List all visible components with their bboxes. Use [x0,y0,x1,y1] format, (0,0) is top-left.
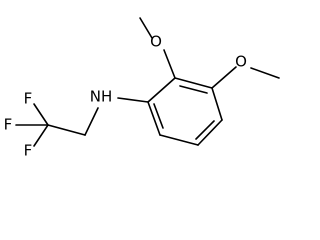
ring-bond-c4-c5 [197,119,223,146]
fluorine-top-label: F [24,90,33,108]
benzene-ring [147,77,223,146]
fluorine-bottom-label: F [24,142,33,160]
bond-c2-o-top [163,49,176,79]
bond-n-ch2 [84,107,99,136]
structure-diagram: O O NH F F F [4,17,280,160]
ring-bond-c6-c1 [147,101,161,136]
ring-double-bond-1 [179,85,208,94]
oxygen-top-label: O [150,33,162,51]
bond-c4-o-right [211,66,237,89]
ring-bond-c5-c6 [159,134,199,146]
ring-bond-c1-c2 [147,77,176,103]
nitrogen-label: NH [90,88,113,106]
fluorine-left-label: F [4,116,13,134]
ring-double-bond-3 [153,103,164,129]
ring-double-bond-2 [195,120,215,140]
bond-c1-n [117,97,149,103]
bond-o-top-methyl [139,17,153,39]
bond-o-right-methyl [250,67,280,79]
bond-c-f-bottom [33,124,49,147]
ring-bond-c3-c4 [211,87,223,121]
ring-bond-c2-c3 [174,77,213,89]
oxygen-right-label: O [235,53,247,71]
bond-ch2-cf3 [47,124,86,136]
bond-c-f-top [33,103,49,126]
